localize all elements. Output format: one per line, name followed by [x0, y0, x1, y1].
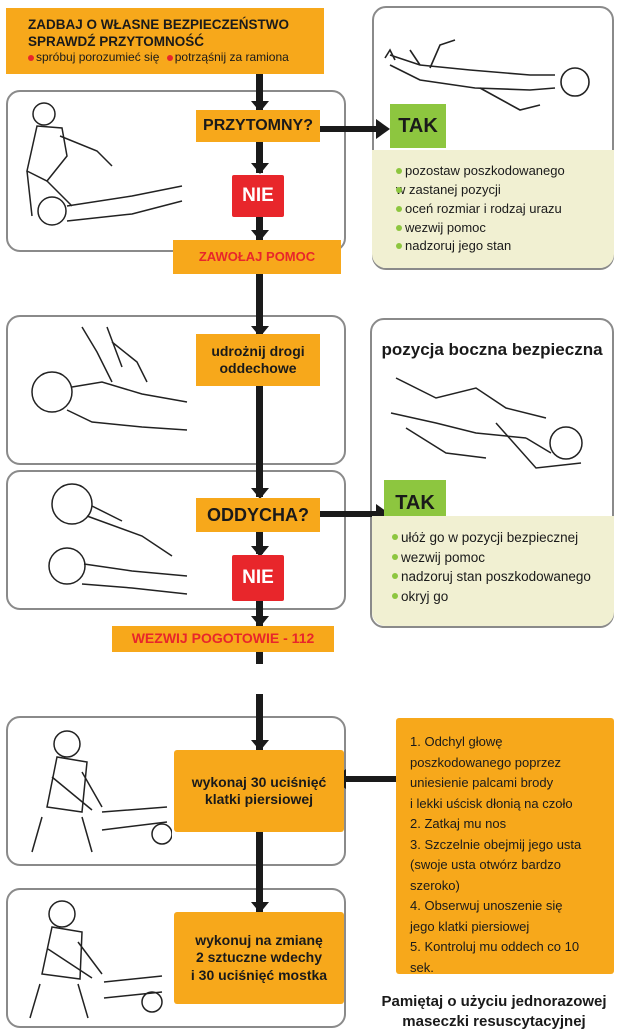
compressions-box: wykonaj 30 uciśnięć klatki piersiowej — [174, 750, 344, 832]
instruction-line: 4. Obserwuj unoszenie się — [410, 898, 563, 914]
instruction-line: jego klatki piersiowej — [410, 918, 530, 934]
flow-line-top — [256, 74, 263, 114]
list-item: nadzoruj jego stan — [396, 237, 604, 256]
cycle-line1: wykonuj na zmianę — [195, 931, 323, 948]
yes-label-1: TAK — [390, 104, 446, 148]
flow-line-no2-call — [256, 600, 263, 626]
chest-compression-illustration — [31, 730, 172, 853]
compressions-line1: wykonaj 30 uciśnięć — [191, 773, 327, 790]
flow-line-to-compress — [256, 694, 263, 750]
arrowhead-airway — [251, 326, 269, 337]
header-sub2: potrząśnij za ramiona — [174, 50, 289, 65]
airway-illustration — [31, 326, 188, 431]
list-item: okryj go — [392, 587, 608, 607]
cycle-line3: i 30 uciśnięć mostka — [190, 966, 328, 983]
instruction-line: 2. Zatkaj mu nos — [410, 816, 507, 832]
header-safety-box: ZADBAJ O WŁASNE BEZPIECZEŃSTWO SPRAWDŹ P… — [6, 8, 324, 74]
instruction-line: poszkodowanego poprzez — [410, 754, 562, 770]
flow-line-after-112 — [256, 648, 263, 664]
call-ambulance-box: WEZWIJ POGOTOWIE - 112 — [112, 626, 334, 652]
list-item: w zastanej pozycji — [396, 181, 604, 200]
call-help-box: ZAWOŁAJ POMOC — [173, 240, 341, 274]
flow-line-call-airway — [256, 273, 263, 335]
arrowhead-call2 — [251, 616, 269, 627]
flow-line-instructions — [346, 776, 398, 782]
instruction-line: i lekki uścisk dłonią na czoło — [410, 795, 573, 811]
reminder-line2: maseczki resuscytacyjnej — [402, 1012, 586, 1030]
instruction-line: 3. Szczelnie obejmij jego usta — [410, 836, 582, 852]
airway-line2: oddechowe — [219, 360, 297, 376]
ventilation-instructions: 1. Odchyl głowę poszkodowanego poprzez u… — [396, 718, 614, 975]
flow-line-yes1 — [316, 126, 378, 132]
instruction-line: uniesienie palcami brody — [410, 775, 554, 791]
recovery-title: pozycja boczna bezpieczna — [381, 340, 603, 359]
header-sub1: spróbuj porozumieć się — [36, 50, 160, 65]
header-line1: ZADBAJ O WŁASNE BEZPIECZEŃSTWO — [28, 16, 290, 32]
list-item: pozostaw poszkodowanego — [396, 162, 604, 181]
arrowhead-no1 — [251, 163, 269, 174]
no-label-1: NIE — [232, 175, 284, 217]
flow-line-yes2 — [316, 511, 378, 517]
reminder-line1: Pamiętaj o użyciu jednorazowej — [381, 993, 607, 1010]
bullet-icon — [28, 54, 34, 61]
cpr-cycle-illustration — [29, 900, 163, 1019]
arrowhead-call1 — [251, 230, 269, 241]
instruction-line: 5. Kontroluj mu oddech co 10 sek. — [410, 939, 580, 975]
person-lying-icon — [384, 39, 590, 111]
arrowhead-compress — [251, 740, 269, 751]
question-breathing: ODDYCHA? — [196, 498, 320, 532]
instruction-line: 1. Odchyl głowę — [410, 734, 503, 749]
recovery-position-illustration — [390, 377, 583, 469]
flow-line-no1-call — [256, 216, 263, 240]
airway-line1: udrożnij drogi — [211, 342, 305, 359]
arrowhead-top — [251, 101, 269, 112]
arrowhead-cycle — [251, 902, 269, 913]
compressions-line2: klatki piersiowej — [204, 791, 314, 807]
check-conscious-illustration — [26, 102, 183, 226]
cpr-cycle-box: wykonuj na zmianę 2 sztuczne wdechy i 30… — [174, 912, 344, 1004]
bullet-icon — [166, 54, 173, 61]
airway-box: udrożnij drogi oddechowe — [196, 334, 320, 386]
list-item: nadzoruj stan poszkodowanego — [392, 567, 608, 587]
cycle-line2: 2 sztuczne wdechy — [195, 949, 323, 966]
yes-conscious-list: pozostaw poszkodowanego w zastanej pozyc… — [372, 150, 614, 268]
flow-line-airway-breath — [256, 385, 263, 497]
flow-line-breath-no — [256, 530, 263, 554]
arrowhead-breathing — [251, 488, 269, 499]
no-label-2: NIE — [232, 555, 284, 601]
arrowhead-yes1 — [376, 119, 390, 139]
list-item: wezwij pomoc — [396, 219, 604, 238]
flow-line-compress-cycle — [256, 832, 263, 912]
mask-reminder: Pamiętaj o użyciu jednorazowej maseczki … — [370, 992, 618, 1031]
header-line2: SPRAWDŹ PRZYTOMNOŚĆ — [28, 33, 205, 49]
question-conscious: PRZYTOMNY? — [196, 110, 320, 142]
instruction-line: szeroko) — [410, 877, 460, 893]
panel-breathing-check — [6, 470, 346, 610]
list-item: wezwij pomoc — [392, 548, 608, 568]
list-item: ułóż go w pozycji bezpiecznej — [392, 528, 608, 548]
flow-line-question1-no — [256, 141, 263, 173]
instruction-line: (swoje usta otwórz bardzo — [410, 857, 562, 873]
breathing-check-illustration — [48, 483, 188, 595]
list-item: oceń rozmiar i rodzaj urazu — [396, 200, 604, 219]
arrowhead-no2 — [251, 546, 269, 557]
yes-breathing-list: ułóż go w pozycji bezpiecznej wezwij pom… — [372, 516, 614, 626]
